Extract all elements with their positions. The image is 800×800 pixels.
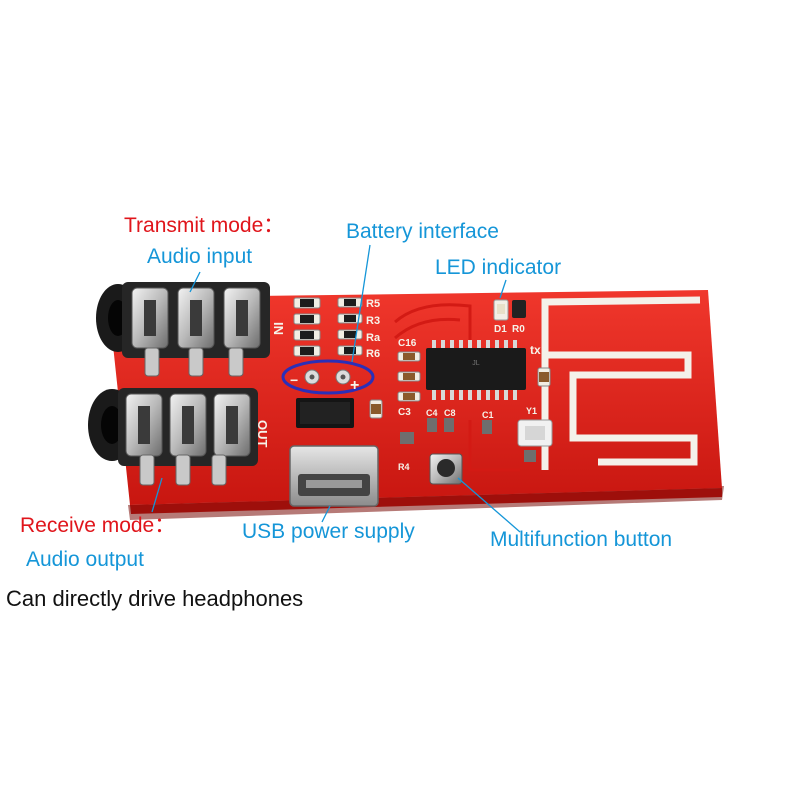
crystal-oscillator <box>517 419 553 447</box>
silk-c4: C4 <box>426 408 438 418</box>
silk-plus: + <box>350 377 359 394</box>
label-multifunction-button: Multifunction button <box>490 528 673 551</box>
audio-output-jacks <box>88 388 258 486</box>
silk-in: IN <box>271 322 286 335</box>
capacitors <box>369 351 551 462</box>
usb-connector <box>289 445 379 507</box>
battery-pads <box>281 359 375 395</box>
silk-r5: R5 <box>366 298 380 310</box>
silk-r4: R4 <box>398 462 410 472</box>
label-battery-interface: Battery interface <box>346 220 499 243</box>
silk-c8: C8 <box>444 408 456 418</box>
label-usb-power-supply: USB power supply <box>242 520 415 543</box>
regulator-chip <box>296 398 354 428</box>
label-audio-output: Audio output <box>26 548 144 571</box>
main-ic-chip: JL <box>426 340 526 400</box>
led <box>493 299 526 321</box>
label-led-indicator: LED indicator <box>435 256 562 279</box>
audio-input-jacks <box>96 282 270 377</box>
silk-c3: C3 <box>398 407 411 418</box>
svg-text:JL: JL <box>472 360 480 367</box>
silk-r3: R3 <box>366 315 380 327</box>
silk-d1: D1 <box>494 324 507 335</box>
multifunction-button-part <box>429 453 463 485</box>
label-receive-mode: Receive mode： <box>20 514 176 537</box>
silk-minus: − <box>290 372 298 388</box>
silk-c16: C16 <box>398 338 417 349</box>
silk-c1: C1 <box>482 410 494 420</box>
callout-lines <box>151 244 521 533</box>
label-audio-input: Audio input <box>147 245 253 268</box>
resistor-column <box>293 297 363 357</box>
silk-ra: Ra <box>366 332 381 344</box>
silk-out: OUT <box>255 420 270 448</box>
silk-tx: tx <box>530 343 541 357</box>
silk-r6: R6 <box>366 348 380 360</box>
silk-y1: Y1 <box>526 406 537 416</box>
label-transmit-mode: Transmit mode： <box>124 214 285 237</box>
label-headphones-note: Can directly drive headphones <box>6 586 304 611</box>
silk-r0: R0 <box>512 324 525 335</box>
